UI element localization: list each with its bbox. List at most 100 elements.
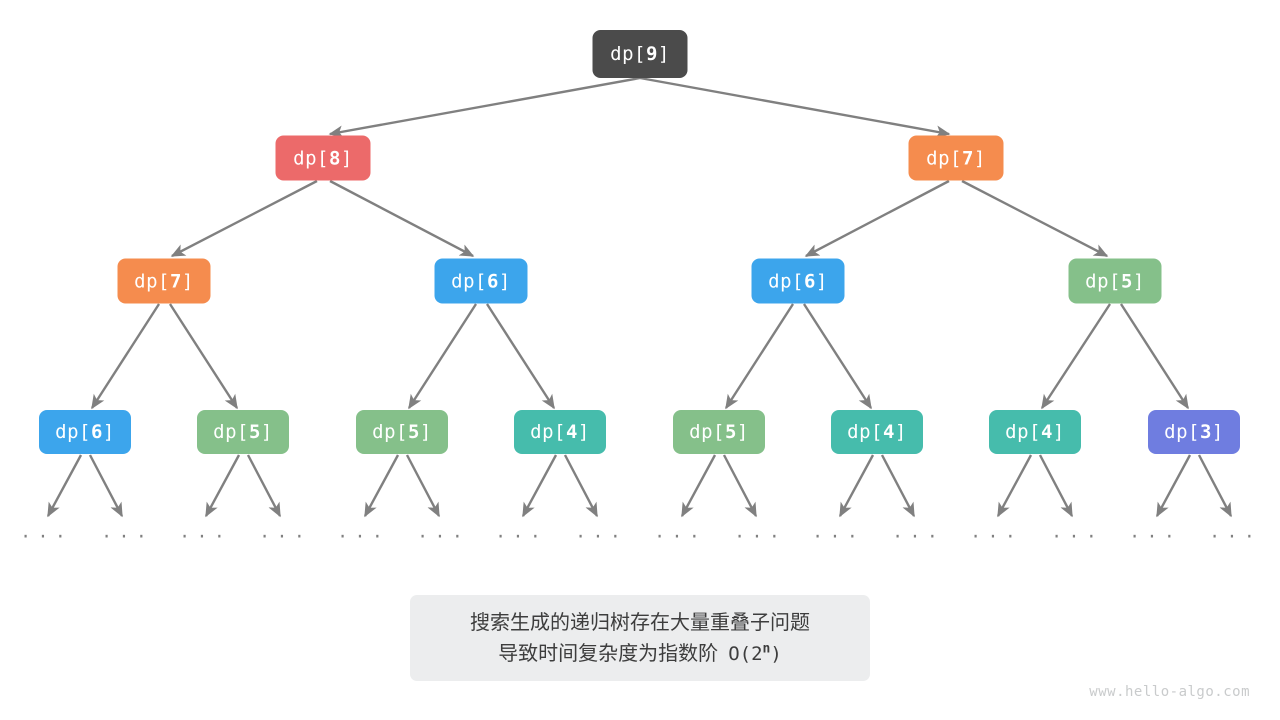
tree-edge: [838, 454, 875, 518]
node-label-prefix: dp[: [847, 421, 883, 443]
node-label-suffix: ]: [498, 270, 511, 292]
tree-edge: [329, 179, 475, 258]
tree-edge: [1155, 454, 1192, 518]
formula-base: O(2: [728, 642, 763, 665]
node-label-prefix: dp[: [689, 421, 725, 443]
node-label-suffix: ]: [181, 270, 194, 292]
tree-node-dp-6: dp[6]: [39, 410, 131, 454]
node-label-value: 9: [645, 43, 658, 65]
node-label-suffix: ]: [102, 421, 115, 443]
ellipsis-mark: · · ·: [261, 524, 305, 549]
node-label-suffix: ]: [1132, 270, 1145, 292]
node-label-prefix: dp[: [1005, 421, 1041, 443]
ellipsis-mark: · · ·: [814, 524, 858, 549]
tree-edge: [328, 76, 641, 138]
tree-edge: [563, 454, 599, 518]
tree-edge: [1119, 303, 1190, 410]
caption-line-1: 搜索生成的递归树存在大量重叠子问题: [470, 609, 810, 634]
node-label-value: 4: [882, 421, 895, 443]
ellipsis-mark: · · ·: [894, 524, 938, 549]
node-label-suffix: ]: [657, 43, 670, 65]
tree-edge: [680, 454, 717, 518]
node-label-prefix: dp[: [610, 43, 646, 65]
tree-node-dp-5: dp[5]: [673, 410, 765, 454]
ellipsis-mark: · · ·: [1211, 524, 1255, 549]
formula-tail: ): [770, 642, 782, 665]
ellipsis-mark: · · ·: [181, 524, 225, 549]
tree-edge: [521, 454, 558, 518]
tree-edge: [88, 454, 124, 518]
tree-node-dp-9: dp[9]: [592, 30, 688, 78]
node-label-suffix: ]: [419, 421, 432, 443]
node-label-prefix: dp[: [134, 270, 170, 292]
tree-node-dp-5: dp[5]: [1068, 258, 1162, 304]
node-label-value: 4: [1040, 421, 1053, 443]
ellipsis-mark: · · ·: [22, 524, 66, 549]
tree-edge: [996, 454, 1033, 518]
tree-edge: [639, 76, 951, 138]
tree-node-dp-7: dp[7]: [908, 135, 1004, 181]
tree-edge: [880, 454, 916, 518]
node-label-suffix: ]: [815, 270, 828, 292]
tree-edge: [204, 454, 241, 518]
node-label-prefix: dp[: [213, 421, 249, 443]
node-label-suffix: ]: [577, 421, 590, 443]
ellipsis-mark: · · ·: [736, 524, 780, 549]
formula-exponent: n: [762, 641, 771, 657]
tree-node-dp-7: dp[7]: [117, 258, 211, 304]
node-label-prefix: dp[: [372, 421, 408, 443]
node-label-prefix: dp[: [55, 421, 91, 443]
tree-edge: [363, 454, 400, 518]
tree-edge: [1197, 454, 1233, 518]
node-label-value: 4: [565, 421, 578, 443]
node-label-suffix: ]: [340, 147, 353, 169]
ellipsis-mark: · · ·: [339, 524, 383, 549]
tree-node-dp-8: dp[8]: [275, 135, 371, 181]
tree-edge: [46, 454, 83, 518]
ellipsis-mark: · · ·: [972, 524, 1016, 549]
node-label-prefix: dp[: [768, 270, 804, 292]
tree-node-dp-6: dp[6]: [751, 258, 845, 304]
node-label-value: 5: [724, 421, 737, 443]
node-label-value: 6: [486, 270, 499, 292]
complexity-formula: O(2n): [728, 641, 782, 665]
node-label-suffix: ]: [973, 147, 986, 169]
node-label-value: 5: [1120, 270, 1133, 292]
node-label-suffix: ]: [894, 421, 907, 443]
tree-edge: [722, 454, 758, 518]
node-label-prefix: dp[: [1085, 270, 1121, 292]
tree-edge: [1038, 454, 1074, 518]
tree-edge: [170, 179, 318, 258]
node-label-suffix: ]: [260, 421, 273, 443]
tree-node-dp-4: dp[4]: [831, 410, 923, 454]
node-label-value: 7: [169, 270, 182, 292]
tree-edge: [407, 303, 478, 410]
node-label-value: 8: [328, 147, 341, 169]
caption-line-2-text: 导致时间复杂度为指数阶: [498, 640, 719, 665]
tree-edges: [46, 76, 1233, 518]
caption-box: 搜索生成的递归树存在大量重叠子问题 导致时间复杂度为指数阶 O(2n): [410, 595, 870, 681]
node-label-value: 5: [248, 421, 261, 443]
node-label-prefix: dp[: [293, 147, 329, 169]
tree-node-dp-6: dp[6]: [434, 258, 528, 304]
tree-edge: [168, 303, 239, 410]
node-label-prefix: dp[: [926, 147, 962, 169]
tree-node-dp-3: dp[3]: [1148, 410, 1240, 454]
tree-edge: [802, 303, 873, 410]
tree-edge: [804, 179, 950, 258]
ellipsis-mark: · · ·: [1053, 524, 1097, 549]
tree-edge: [485, 303, 556, 410]
tree-edge: [1040, 303, 1112, 410]
tree-edge: [724, 303, 795, 410]
caption-line-2: 导致时间复杂度为指数阶 O(2n): [498, 638, 782, 669]
node-label-suffix: ]: [736, 421, 749, 443]
tree-node-dp-4: dp[4]: [989, 410, 1081, 454]
node-label-prefix: dp[: [1164, 421, 1200, 443]
tree-node-dp-5: dp[5]: [356, 410, 448, 454]
ellipsis-mark: · · ·: [419, 524, 463, 549]
ellipsis-mark: · · ·: [1131, 524, 1175, 549]
tree-edge: [90, 303, 161, 410]
node-label-value: 3: [1199, 421, 1212, 443]
